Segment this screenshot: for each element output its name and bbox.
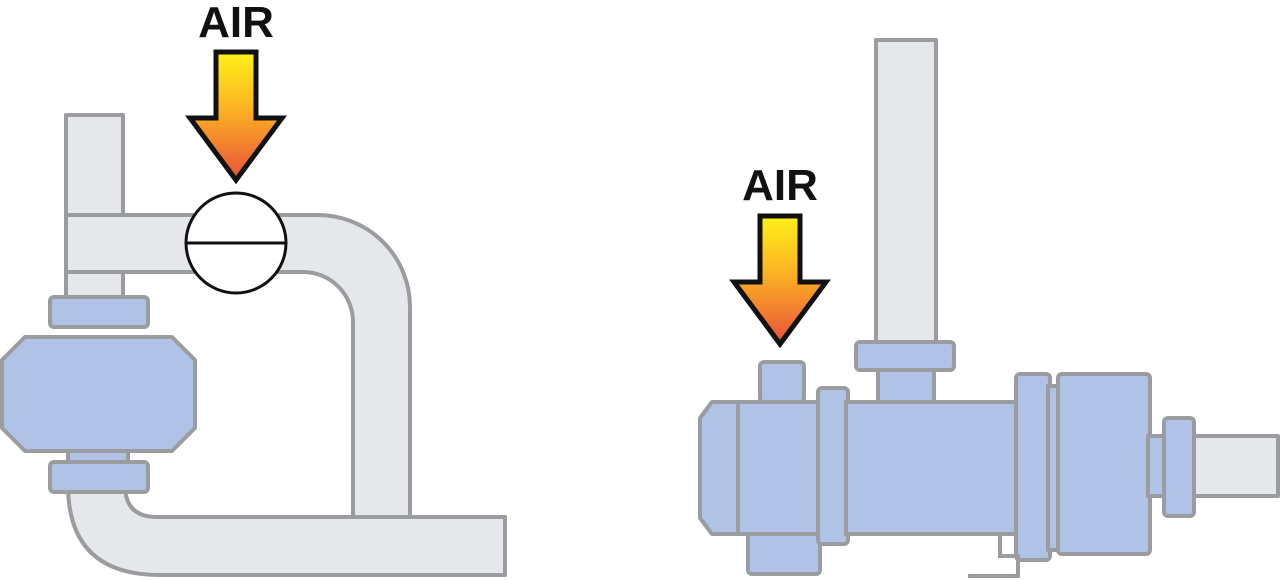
right-base-foot — [968, 534, 1020, 578]
right-shaft-pipe — [1190, 434, 1280, 498]
left-lower-flange — [48, 460, 150, 494]
right-air-label: AIR — [742, 161, 818, 210]
left-flange-neck — [66, 449, 130, 464]
left-top-elbow-pipe — [64, 213, 412, 522]
left-upper-flange — [48, 295, 150, 329]
right-discharge-flange — [854, 340, 956, 372]
left-pump-body — [0, 335, 197, 453]
right-front-cap — [698, 400, 742, 536]
right-drain-port — [746, 530, 822, 576]
right-pump-assembly: AIR — [698, 38, 1280, 578]
right-air-arrow-icon — [729, 213, 831, 349]
right-discharge-neck — [876, 366, 936, 405]
left-air-label: AIR — [198, 0, 274, 47]
left-pump-assembly: AIR — [0, 0, 507, 577]
air-valve-icon — [184, 191, 288, 295]
left-air-arrow-icon — [185, 49, 287, 185]
right-vertical-pipe — [874, 38, 938, 347]
right-adapter-flange — [1014, 372, 1052, 562]
left-bottom-pipe — [66, 483, 507, 577]
right-air-inlet-port — [758, 360, 806, 404]
right-pump-casing — [736, 400, 824, 536]
right-pump-body — [844, 400, 1020, 536]
right-motor-housing — [1056, 372, 1152, 556]
right-coupling-flange — [1162, 416, 1196, 518]
right-casing-flange — [816, 386, 850, 546]
